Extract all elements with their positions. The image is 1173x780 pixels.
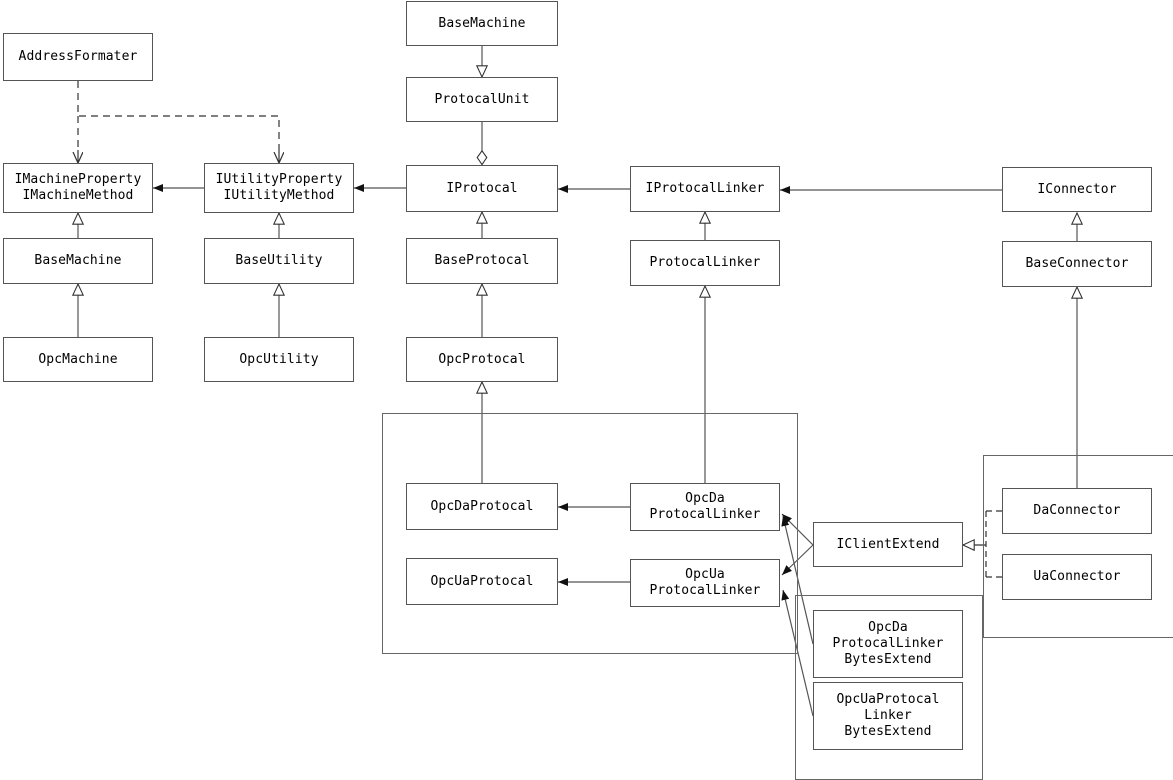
class-opc-da-linker-bytes-extend[interactable]: OpcDa ProtocalLinker BytesExtend (813, 610, 963, 678)
class-opc-protocal[interactable]: OpcProtocal (406, 337, 558, 382)
class-opc-utility[interactable]: OpcUtility (204, 337, 354, 382)
class-protocal-unit[interactable]: ProtocalUnit (406, 77, 558, 122)
class-label: OpcUaProtocal (430, 573, 534, 589)
class-base-machine-top[interactable]: BaseMachine (406, 1, 558, 46)
class-iclient-extend[interactable]: IClientExtend (813, 522, 963, 567)
class-iconnector[interactable]: IConnector (1002, 167, 1152, 212)
class-protocal-linker[interactable]: ProtocalLinker (630, 240, 780, 286)
class-iprotocal-linker[interactable]: IProtocalLinker (630, 166, 780, 212)
class-label: BaseMachine (438, 15, 526, 31)
class-base-machine-left[interactable]: BaseMachine (3, 238, 153, 284)
group-protocal-linker-package (382, 413, 798, 654)
class-label: ProtocalUnit (434, 91, 530, 107)
class-label: OpcMachine (38, 351, 118, 367)
class-ua-connector[interactable]: UaConnector (1002, 554, 1152, 600)
class-iutility-property[interactable]: IUtilityProperty IUtilityMethod (204, 163, 354, 213)
class-label: BaseConnector (1025, 256, 1129, 272)
class-label: BaseMachine (34, 253, 122, 269)
class-label: OpcUaProtocal Linker BytesExtend (836, 692, 940, 739)
class-iprotocal[interactable]: IProtocal (406, 165, 558, 212)
class-opc-ua-protocal-linker[interactable]: OpcUa ProtocalLinker (630, 559, 780, 607)
class-base-connector[interactable]: BaseConnector (1002, 241, 1152, 287)
class-label: OpcUtility (239, 351, 319, 367)
class-base-protocal[interactable]: BaseProtocal (406, 238, 558, 284)
class-label: OpcDa ProtocalLinker (649, 491, 761, 522)
class-imachine-property[interactable]: IMachineProperty IMachineMethod (3, 163, 153, 213)
class-label: UaConnector (1033, 569, 1121, 585)
class-opc-da-protocal[interactable]: OpcDaProtocal (406, 483, 558, 530)
class-label: AddressFormater (18, 49, 138, 65)
class-label: BaseUtility (235, 253, 323, 269)
class-opc-ua-protocal[interactable]: OpcUaProtocal (406, 558, 558, 605)
class-label: IMachineProperty IMachineMethod (14, 172, 142, 203)
class-label: IClientExtend (836, 536, 940, 552)
class-label: IUtilityProperty IUtilityMethod (215, 172, 343, 203)
class-opc-da-protocal-linker[interactable]: OpcDa ProtocalLinker (630, 483, 780, 531)
edge-address-formater-trunk (77, 81, 280, 150)
edge-da-bytes-extend-to-opc-da-linker (781, 515, 814, 645)
class-da-connector[interactable]: DaConnector (1002, 488, 1152, 534)
class-label: OpcDa ProtocalLinker BytesExtend (832, 620, 944, 667)
class-opc-ua-linker-bytes-extend[interactable]: OpcUaProtocal Linker BytesExtend (813, 682, 963, 750)
class-label: IProtocalLinker (645, 181, 765, 197)
class-label: OpcProtocal (438, 351, 526, 367)
class-base-utility[interactable]: BaseUtility (204, 238, 354, 284)
class-label: IConnector (1037, 181, 1117, 197)
class-label: ProtocalLinker (649, 255, 761, 271)
class-label: DaConnector (1033, 503, 1121, 519)
class-address-formater[interactable]: AddressFormater (3, 33, 153, 81)
class-label: BaseProtocal (434, 253, 530, 269)
edge-ua-bytes-extend-to-opc-ua-linker (781, 589, 814, 717)
group-connector-package (983, 455, 1173, 638)
class-label: OpcDaProtocal (430, 498, 534, 514)
class-label: OpcUa ProtocalLinker (649, 567, 761, 598)
class-opc-machine[interactable]: OpcMachine (3, 337, 153, 382)
class-label: IProtocal (446, 180, 518, 196)
